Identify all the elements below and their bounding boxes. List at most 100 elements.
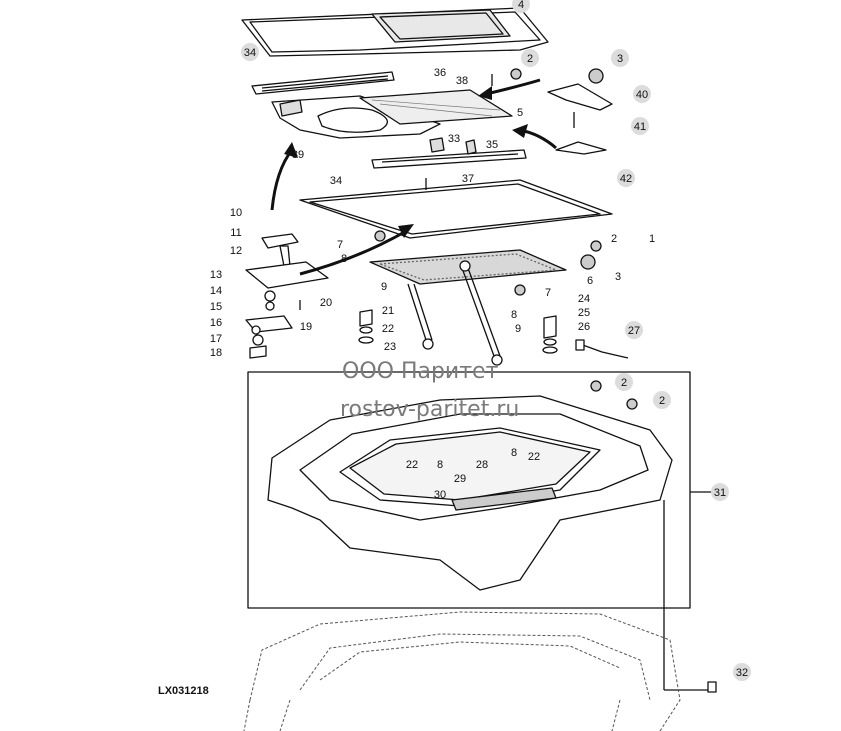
callout-1: 1 (649, 233, 655, 245)
callout-bubble (633, 85, 651, 103)
callout-number: 4 (518, 0, 524, 11)
callout-number: 20 (320, 297, 332, 309)
callout-number: 37 (462, 173, 474, 185)
callout-number: 32 (736, 667, 748, 679)
callout-number: 2 (527, 53, 533, 65)
callout-number: 8 (511, 309, 517, 321)
part-gas-strut-left (405, 283, 434, 350)
callout-8: 8 (341, 253, 347, 265)
callout-number: 10 (230, 207, 242, 219)
callout-number: 3 (617, 53, 623, 65)
callout-35: 35 (486, 139, 498, 151)
callout-number: 7 (545, 287, 551, 299)
callout-11: 11 (230, 227, 241, 239)
roof-frame-box (247, 371, 691, 609)
callout-number: 22 (528, 451, 540, 463)
callout-8: 8 (511, 309, 517, 321)
part-bracket-42 (555, 141, 607, 155)
callout-number: 9 (515, 323, 521, 335)
callout-9: 9 (515, 323, 521, 335)
callout-number: 16 (210, 317, 222, 329)
callout-40: 40 (633, 85, 651, 103)
callout-7: 7 (337, 239, 343, 251)
callout-39: 39 (292, 149, 304, 161)
callout-number: 19 (300, 321, 312, 333)
watermark-company: ООО Паритет (342, 359, 499, 384)
callout-33: 33 (448, 133, 460, 145)
callout-15: 15 (210, 301, 222, 313)
callout-number: 5 (517, 107, 523, 119)
callout-7: 7 (545, 287, 551, 299)
callout-number: 8 (437, 459, 443, 471)
part-roof-panel (241, 7, 549, 57)
part-rail-lower (371, 139, 527, 169)
callout-number: 28 (476, 459, 488, 471)
callout-bubble (631, 117, 649, 135)
callout-17: 17 (210, 333, 222, 345)
callout-21: 21 (382, 305, 394, 317)
callout-bubble (653, 391, 671, 409)
callout-22: 22 (382, 323, 394, 335)
callout-bubble (611, 49, 629, 67)
callout-19: 19 (300, 321, 312, 333)
callout-number: 2 (611, 233, 617, 245)
callout-20: 20 (320, 297, 332, 309)
callout-26: 26 (578, 321, 590, 333)
callout-number: 24 (578, 293, 590, 305)
callout-number: 39 (292, 149, 304, 161)
part-shade-panel (299, 179, 613, 239)
callout-number: 6 (587, 275, 593, 287)
callout-number: 12 (230, 245, 242, 257)
part-rod (579, 343, 629, 359)
callout-number: 34 (330, 175, 342, 187)
callout-number: 40 (636, 89, 648, 101)
callout-22: 22 (528, 451, 540, 463)
callout-8: 8 (437, 459, 443, 471)
callout-31: 31 (711, 483, 729, 501)
callout-9: 9 (381, 281, 387, 293)
callout-number: 3 (615, 271, 621, 283)
part-bracket-40 (547, 83, 613, 111)
callout-24: 24 (578, 293, 590, 305)
callout-29: 29 (454, 473, 466, 485)
callout-bubble (733, 663, 751, 681)
callout-number: 17 (210, 333, 222, 345)
callout-number: 42 (620, 173, 632, 185)
callout-22: 22 (406, 459, 418, 471)
callout-number: 13 (210, 269, 222, 281)
callout-number: 25 (578, 307, 590, 319)
callout-number: 2 (621, 377, 627, 389)
callout-bubble (625, 321, 643, 339)
callout-38: 38 (456, 75, 468, 87)
callout-34: 34 (330, 175, 342, 187)
part-glass-hatch (359, 89, 513, 125)
callout-number: 31 (714, 487, 726, 499)
callout-4: 4 (512, 0, 530, 13)
callout-number: 26 (578, 321, 590, 333)
callout-number: 11 (230, 227, 241, 239)
callout-32: 32 (733, 663, 751, 681)
callout-number: 8 (341, 253, 347, 265)
callout-bubble (615, 373, 633, 391)
callout-number: 30 (434, 489, 446, 501)
cab-outline (243, 611, 681, 731)
callout-bubble (617, 169, 635, 187)
callout-number: 1 (649, 233, 655, 245)
part-roof-frame (267, 395, 673, 591)
callout-30: 30 (434, 489, 446, 501)
callout-number: 22 (406, 459, 418, 471)
callout-2: 2 (521, 49, 539, 67)
callout-2: 2 (653, 391, 671, 409)
callout-number: 41 (634, 121, 646, 133)
callout-number: 2 (659, 395, 665, 407)
callout-number: 34 (244, 47, 256, 59)
part-rail-upper (251, 71, 395, 95)
watermark-site: rostov-paritet.ru (340, 397, 519, 422)
part-liner (271, 95, 441, 139)
callout-number: 9 (381, 281, 387, 293)
callout-number: 36 (434, 67, 446, 79)
callout-number: 35 (486, 139, 498, 151)
callout-25: 25 (578, 307, 590, 319)
